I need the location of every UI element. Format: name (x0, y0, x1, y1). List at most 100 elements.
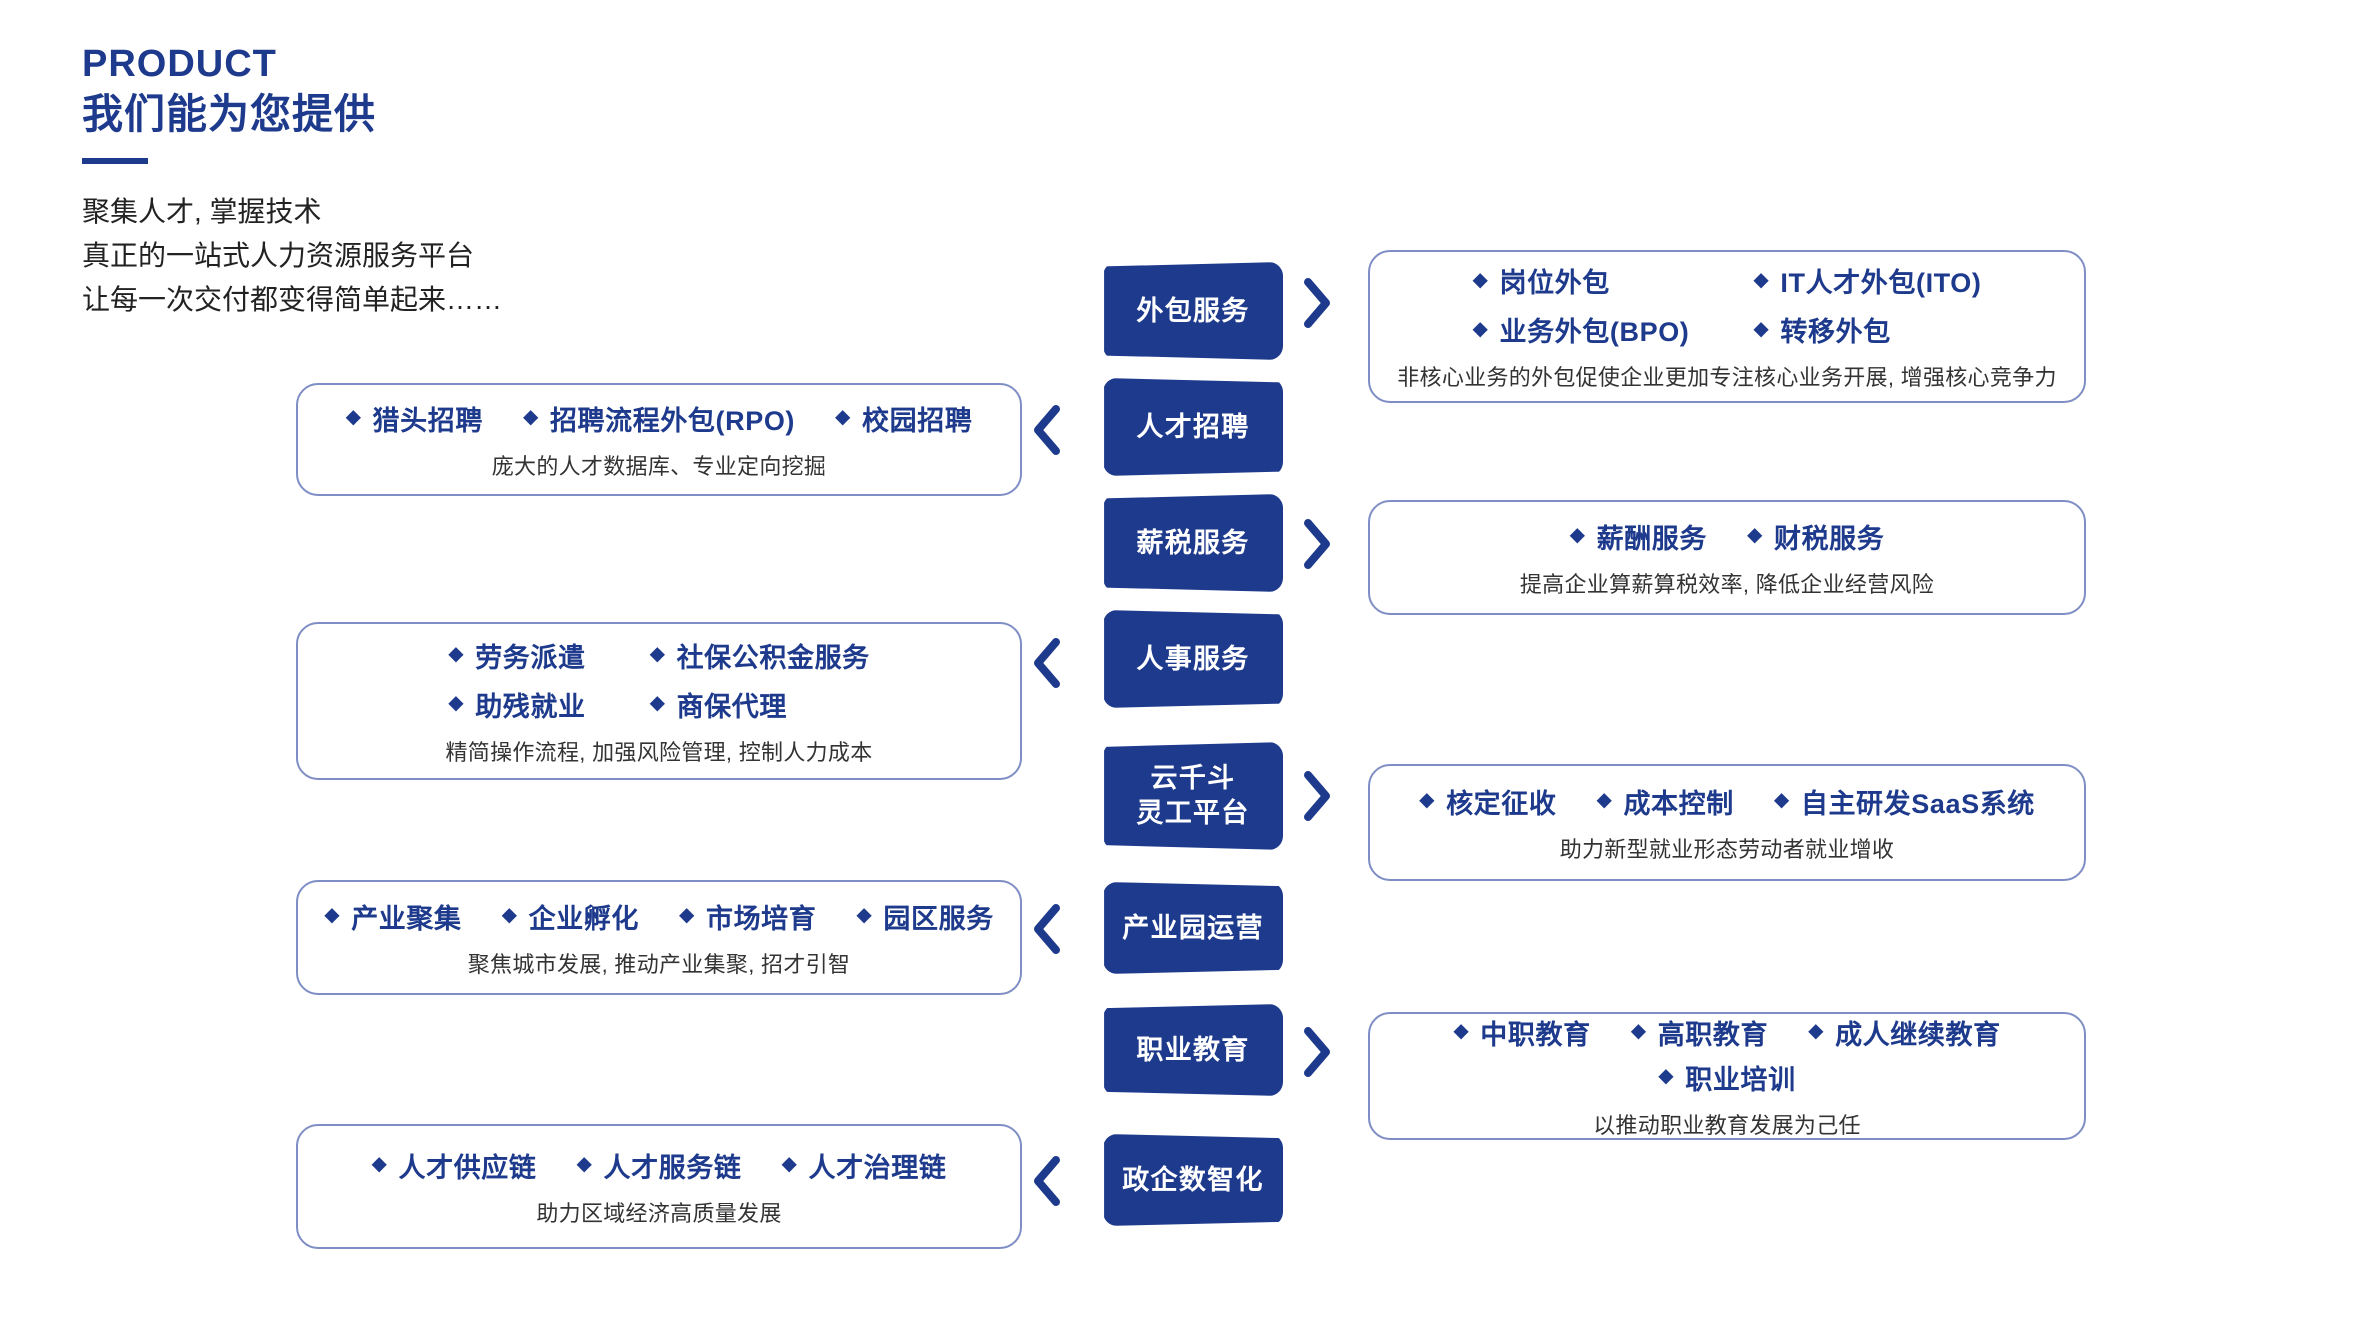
service-bullet-item[interactable]: ◆ 企业孵化 (502, 897, 639, 936)
service-bullet-item[interactable]: ◆校园招聘 (835, 399, 972, 438)
service-bullet-list: ◆ 薪酬服务 ◆ 财税服务 (1370, 517, 2084, 556)
service-bullet-label: 助残就业 (475, 691, 586, 722)
diamond-bullet-icon: ◆ (576, 1153, 593, 1175)
service-bullet-item[interactable]: ◆核定征收 (1419, 782, 1556, 821)
service-bullet-label: 企业孵化 (528, 903, 639, 934)
diamond-bullet-icon: ◆ (448, 692, 465, 714)
diamond-bullet-icon: ◆ (1596, 789, 1613, 811)
service-bullet-item[interactable]: ◆ 人才服务链 (577, 1146, 742, 1185)
service-bullet-item[interactable]: ◆ 财税服务 (1747, 517, 1884, 556)
service-bullet-item[interactable]: ◆ 助残就业 (448, 685, 585, 724)
service-bullet-list: ◆产业聚集 ◆ 企业孵化 ◆ 市场培育 ◆ 园区服务 (298, 897, 1020, 936)
chevron-left-icon (1030, 404, 1064, 456)
service-bullet-list: ◆岗位外包◆IT人才外包(ITO)◆业务外包(BPO)◆转移外包 (1473, 261, 1982, 349)
service-bullet-item[interactable]: ◆业务外包(BPO) (1473, 310, 1690, 349)
diamond-bullet-icon: ◆ (1658, 1065, 1675, 1087)
service-detail-card: ◆核定征收◆成本控制◆自主研发SaaS系统助力新型就业形态劳动者就业增收 (1368, 764, 2086, 881)
diamond-bullet-icon: ◆ (1747, 524, 1763, 546)
service-bullet-item[interactable]: ◆岗位外包 (1473, 261, 1610, 300)
service-bullet-item[interactable]: ◆ 市场培育 (679, 897, 816, 936)
diamond-bullet-icon: ◆ (856, 904, 873, 926)
service-bullet-item[interactable]: ◆产业聚集 (324, 897, 461, 936)
service-card-description: 精简操作流程, 加强风险管理, 控制人力成本 (445, 739, 873, 765)
service-tab-label: 云千斗 灵工平台 (1136, 763, 1250, 828)
service-bullet-item[interactable]: ◆中职教育 (1453, 1013, 1590, 1052)
page-eyebrow: PRODUCT (82, 43, 277, 85)
chevron-right-icon (1300, 1026, 1334, 1078)
service-card-description: 非核心业务的外包促使企业更加专注核心业务开展, 增强核心竞争力 (1397, 365, 2057, 390)
diamond-bullet-icon: ◆ (1472, 268, 1489, 291)
service-bullet-item[interactable]: ◆ 成本控制 (1596, 782, 1733, 821)
service-tab-label: 政企数智化 (1122, 1164, 1264, 1195)
diamond-bullet-icon: ◆ (371, 1153, 388, 1175)
service-detail-card: ◆中职教育◆高职教育◆成人继续教育◆职业培训以推动职业教育发展为己任 (1368, 1012, 2086, 1140)
service-bullet-label: 财税服务 (1773, 523, 1885, 554)
service-tab-2[interactable]: 人才招聘 (1104, 378, 1283, 476)
service-bullet-item[interactable]: ◆ 人才供应链 (372, 1146, 537, 1185)
service-bullet-item[interactable]: ◆高职教育 (1631, 1013, 1768, 1052)
service-bullet-item[interactable]: ◆招聘流程外包(RPO) (523, 399, 795, 438)
service-detail-card: ◆产业聚集 ◆ 企业孵化 ◆ 市场培育 ◆ 园区服务聚焦城市发展, 推动产业集聚, 招才引智 (296, 880, 1022, 995)
header-block: PRODUCT 我们能为您提供 聚集人才, 掌握技术 真正的一站式人力资源服务平… (82, 42, 842, 322)
service-bullet-label: 园区服务 (883, 903, 994, 934)
service-tab-7[interactable]: 职业教育 (1104, 1004, 1283, 1096)
service-detail-card: ◆岗位外包◆IT人才外包(ITO)◆业务外包(BPO)◆转移外包非核心业务的外包… (1368, 250, 2086, 403)
service-bullet-list: ◆核定征收◆成本控制◆自主研发SaaS系统 (1370, 782, 2084, 821)
service-detail-card: ◆猎头招聘◆招聘流程外包(RPO)◆校园招聘庞大的人才数据库、专业定向挖掘 (296, 383, 1022, 496)
service-bullet-item[interactable]: ◆成人继续教育 (1808, 1013, 2001, 1052)
service-tab-5[interactable]: 云千斗 灵工平台 (1104, 742, 1283, 850)
service-tab-3[interactable]: 薪税服务 (1104, 494, 1283, 592)
page-title: 我们能为您提供 (82, 90, 376, 137)
diamond-bullet-icon: ◆ (781, 1153, 798, 1175)
service-bullet-item[interactable]: ◆ 园区服务 (856, 897, 993, 936)
service-card-description: 聚焦城市发展, 推动产业集聚, 招才引智 (467, 951, 851, 977)
service-bullet-label: 高职教育 (1657, 1019, 1769, 1050)
service-detail-card: ◆劳务派遣◆社保公积金服务◆助残就业◆商保代理精简操作流程, 加强风险管理, 控… (296, 622, 1022, 780)
service-card-description: 助力新型就业形态劳动者就业增收 (1559, 836, 1895, 862)
diamond-bullet-icon: ◆ (1808, 1020, 1825, 1042)
service-bullet-label: 社保公积金服务 (676, 642, 870, 673)
diamond-bullet-icon: ◆ (679, 904, 695, 926)
service-bullet-item[interactable]: ◆人才治理链 (781, 1146, 946, 1185)
service-bullet-item[interactable]: ◆ 薪酬服务 (1570, 517, 1707, 556)
service-card-description: 提高企业算薪算税效率, 降低企业经营风险 (1519, 571, 1935, 597)
service-bullet-label: 猎头招聘 (372, 405, 483, 436)
service-tab-6[interactable]: 产业园运营 (1104, 882, 1283, 974)
service-tab-8[interactable]: 政企数智化 (1104, 1134, 1283, 1226)
service-bullet-label: 市场培育 (705, 903, 817, 934)
service-bullet-item[interactable]: ◆劳务派遣 (448, 636, 585, 675)
diamond-bullet-icon: ◆ (501, 904, 518, 926)
chevron-left-icon (1030, 1155, 1064, 1207)
diamond-bullet-icon: ◆ (1419, 789, 1436, 811)
service-bullet-label: 薪酬服务 (1596, 523, 1707, 554)
chevron-right-icon (1300, 277, 1334, 329)
title-underline-rule (82, 158, 148, 165)
service-detail-card: ◆ 人才供应链 ◆ 人才服务链 ◆人才治理链助力区域经济高质量发展 (296, 1124, 1022, 1249)
service-tab-label: 产业园运营 (1122, 912, 1264, 943)
service-bullet-list: ◆ 猎头招聘 ◆招聘流程外包(RPO) ◆校园招聘 (298, 399, 1020, 438)
service-tab-4[interactable]: 人事服务 (1104, 610, 1283, 708)
diamond-bullet-icon: ◆ (1472, 317, 1489, 340)
service-bullet-item[interactable]: ◆商保代理 (650, 685, 787, 724)
diamond-bullet-icon: ◆ (1569, 524, 1586, 546)
service-bullet-label: 转移外包 (1780, 317, 1891, 347)
diamond-bullet-icon: ◆ (345, 406, 362, 428)
service-bullet-item[interactable]: ◆ 猎头招聘 (346, 399, 483, 438)
diamond-bullet-icon: ◆ (649, 692, 666, 714)
service-bullet-item[interactable]: ◆IT人才外包(ITO) (1753, 261, 1981, 300)
service-bullet-label: 职业培训 (1685, 1064, 1796, 1095)
service-bullet-label: 劳务派遣 (475, 642, 586, 673)
service-card-description: 助力区域经济高质量发展 (536, 1200, 782, 1226)
service-bullet-item[interactable]: ◆转移外包 (1753, 310, 1890, 349)
service-bullet-item[interactable]: ◆ 职业培训 (1658, 1058, 1795, 1097)
service-tab-label: 职业教育 (1136, 1034, 1250, 1065)
service-bullet-item[interactable]: ◆自主研发SaaS系统 (1774, 782, 2035, 821)
service-bullet-label: 成本控制 (1623, 788, 1734, 819)
service-tab-1[interactable]: 外包服务 (1104, 262, 1283, 360)
service-bullet-label: 人才服务链 (603, 1152, 742, 1183)
service-bullet-item[interactable]: ◆社保公积金服务 (650, 636, 870, 675)
diamond-bullet-icon: ◆ (1753, 268, 1770, 291)
service-bullet-label: 人才供应链 (398, 1152, 537, 1183)
service-tab-label: 人事服务 (1136, 643, 1250, 674)
